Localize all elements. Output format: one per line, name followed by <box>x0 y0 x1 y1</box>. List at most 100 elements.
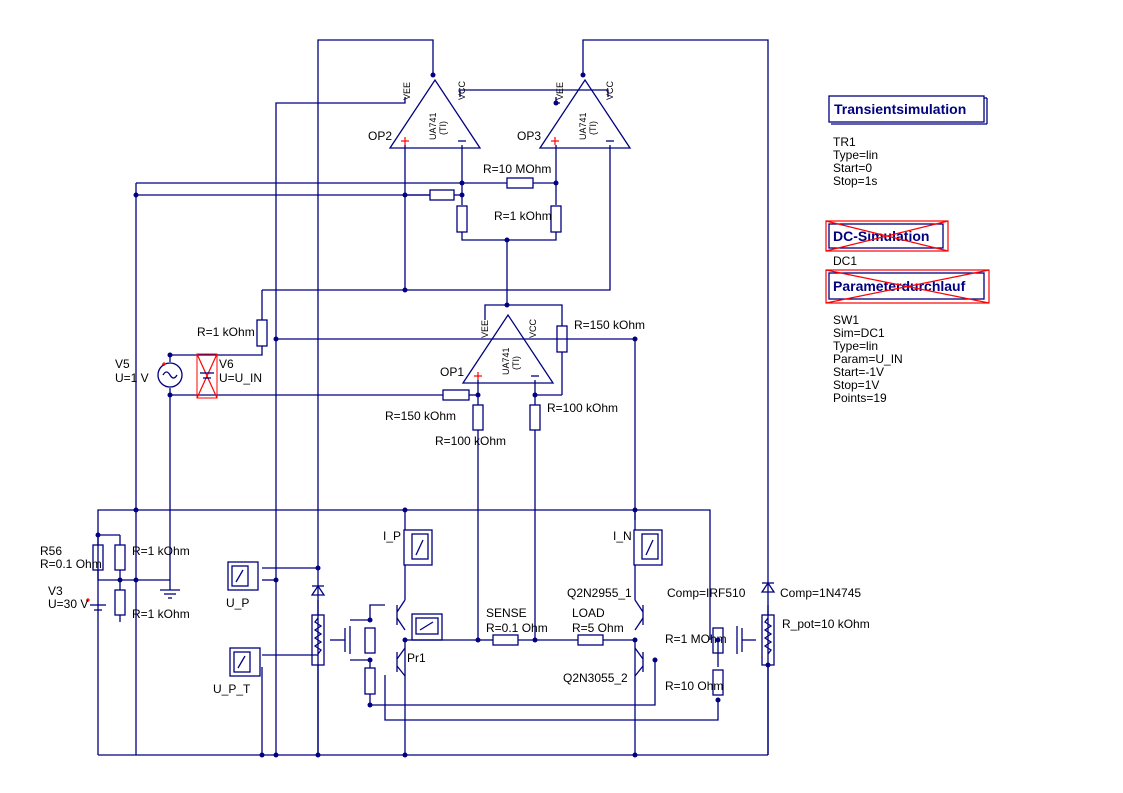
sim-param-line: Stop=1V <box>833 378 879 392</box>
sim-param-line: Start=-1V <box>833 365 884 379</box>
sim-param-line: SW1 <box>833 313 859 327</box>
resistor-1k-op2 <box>429 189 455 201</box>
sim-dc-title: DC-Simulation <box>833 228 929 244</box>
sim-param-line: Type=lin <box>833 339 878 353</box>
battery-v3[interactable] <box>86 598 106 611</box>
potentiometer-left[interactable] <box>311 614 325 666</box>
q2n2955-label: Q2N2955_1 <box>567 586 632 600</box>
op1-vcc-label: VCC <box>528 318 538 338</box>
zener-diode-right[interactable] <box>760 581 776 593</box>
r-1k-top-label: R=1 kOhm <box>494 209 552 223</box>
voltage-source-v6-disabled[interactable] <box>196 353 218 399</box>
resistor-r56 <box>92 544 104 571</box>
sim-param-line: TR1 <box>833 135 856 149</box>
i-p-label: I_P <box>383 529 401 543</box>
op2-sub-label: (TI) <box>438 121 448 135</box>
op2-model-label: UA741 <box>428 112 438 140</box>
op1-name-label: OP1 <box>440 365 464 379</box>
v5-value-label: U=1 V <box>115 371 149 385</box>
sim-param-line: Type=lin <box>833 148 878 162</box>
r-1k-a-label: R=1 kOhm <box>132 544 190 558</box>
transistor-pnp-left[interactable] <box>396 599 406 631</box>
resistor-1mohm <box>712 627 724 654</box>
sim-sweep-title: Parameterdurchlauf <box>833 278 966 294</box>
sense-value-label: R=0.1 Ohm <box>486 621 548 635</box>
r-pot-label: R_pot=10 kOhm <box>782 617 870 631</box>
resistor-150k-left <box>442 389 470 401</box>
sim-param-line: Stop=1s <box>833 174 877 188</box>
comp-1n4745-label: Comp=1N4745 <box>780 586 861 600</box>
op1-model-label: UA741 <box>501 347 511 375</box>
op1-vee-label: VEE <box>480 320 490 338</box>
mosfet-left[interactable] <box>344 626 351 654</box>
resistor-10mohm <box>506 177 534 189</box>
sim-param-line: Start=0 <box>833 161 872 175</box>
r-100k-right-label: R=100 kOhm <box>547 401 618 415</box>
sense-name-label: SENSE <box>486 606 527 620</box>
resistors[interactable] <box>92 177 724 696</box>
op2-vcc-label: VCC <box>457 80 467 100</box>
sim-dc-line: DC1 <box>833 254 857 268</box>
opamp-op1[interactable]: VEE VCC UA741 (TI) OP1 <box>440 313 555 384</box>
sim-transient-title: Transientsimulation <box>834 101 966 117</box>
load-value-label: R=5 Ohm <box>572 621 624 635</box>
op3-vee-label: VEE <box>555 82 565 100</box>
op3-name-label: OP3 <box>517 129 541 143</box>
r56-name-label: R56 <box>40 544 62 558</box>
resistor-1k-b <box>114 589 126 616</box>
transistor-q2n2955[interactable] <box>634 599 644 631</box>
resistor-100k-left <box>472 404 484 431</box>
op1-sub-label: (TI) <box>511 356 521 370</box>
i-n-label: I_N <box>613 529 632 543</box>
resistor-100k-right <box>529 404 541 431</box>
sim-dc-disabled[interactable]: DC-Simulation <box>825 220 949 252</box>
q2n3055-label: Q2N3055_2 <box>563 671 628 685</box>
op3-vcc-label: VCC <box>605 80 615 100</box>
r-1k-left-label: R=1 kOhm <box>197 325 255 339</box>
r-150k-right-label: R=150 kOhm <box>574 318 645 332</box>
transistor-npn-left[interactable] <box>396 647 406 677</box>
opamp-op3[interactable]: VEE VCC UA741 (TI) OP3 <box>517 78 632 149</box>
sim-param-line: Param=U_IN <box>833 352 903 366</box>
transistor-q2n3055[interactable] <box>634 647 644 677</box>
resistor-10ohm <box>712 669 724 696</box>
power-probe-pr1[interactable] <box>411 613 443 641</box>
opamp-op2[interactable]: VEE VCC UA741 (TI) OP2 <box>368 78 482 149</box>
r-150k-left-label: R=150 kOhm <box>385 409 456 423</box>
mosfet-right[interactable] <box>736 626 743 654</box>
op3-model-label: UA741 <box>578 112 588 140</box>
u-p-t-label: U_P_T <box>213 682 251 696</box>
voltage-source-v5[interactable] <box>157 362 183 388</box>
comp-irf510-label: Comp=IRF510 <box>667 586 746 600</box>
resistor-gate-b <box>364 667 376 695</box>
op3-sub-label: (TI) <box>588 121 598 135</box>
v3-value-label: U=30 V <box>48 597 88 611</box>
ground-symbol <box>160 589 180 599</box>
sim-param-line: Points=19 <box>833 391 887 405</box>
v6-value-label: U=U_IN <box>219 371 262 385</box>
sim-transient[interactable]: Transientsimulation <box>828 95 988 125</box>
resistor-1k-mid <box>456 205 468 233</box>
v6-name-label: V6 <box>219 357 234 371</box>
load-name-label: LOAD <box>572 606 605 620</box>
op2-name-label: OP2 <box>368 129 392 143</box>
u-p-label: U_P <box>226 596 249 610</box>
resistor-gate-a <box>364 627 376 654</box>
r-1mohm-label: R=1 MOhm <box>665 632 727 646</box>
v3-name-label: V3 <box>48 584 63 598</box>
ammeter-i-n[interactable] <box>633 529 663 566</box>
r-1k-b-label: R=1 kOhm <box>132 607 190 621</box>
resistor-1k-left <box>256 319 268 347</box>
resistor-1k-a <box>114 544 126 571</box>
resistor-sense <box>492 634 519 646</box>
r-10ohm-label: R=10 Ohm <box>665 679 723 693</box>
v5-name-label: V5 <box>115 357 130 371</box>
junction-dots <box>95 72 771 758</box>
voltmeter-u-p[interactable] <box>227 561 259 591</box>
ammeter-i-p[interactable] <box>403 529 433 566</box>
sim-sweep-disabled[interactable]: Parameterdurchlauf <box>825 269 990 304</box>
op2-vee-label: VEE <box>402 82 412 100</box>
voltmeter-u-p-t[interactable] <box>229 647 261 677</box>
sim-sweep-params: SW1 Sim=DC1 Type=lin Param=U_IN Start=-1… <box>833 313 903 405</box>
zener-diode-left[interactable] <box>310 584 326 596</box>
